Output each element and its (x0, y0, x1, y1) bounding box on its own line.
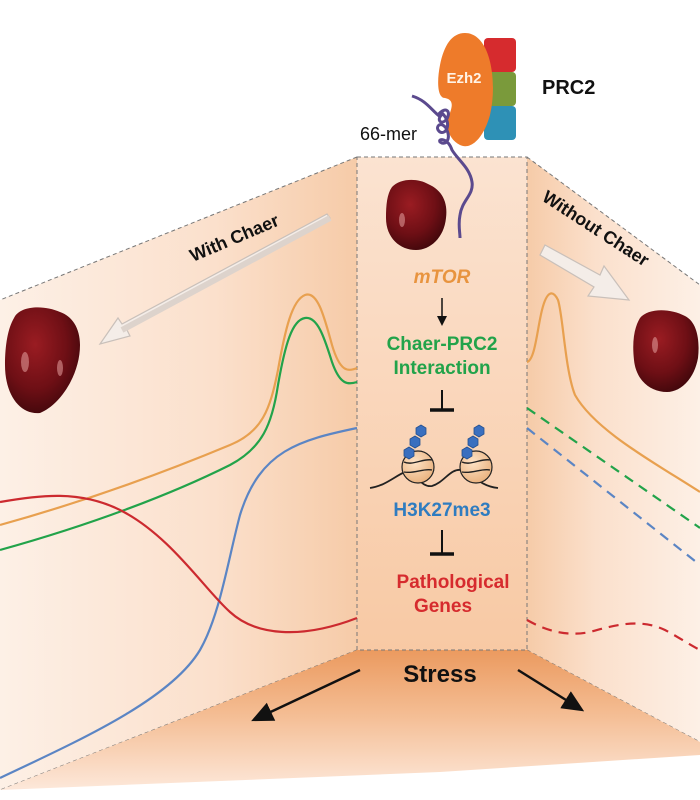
curve-right-green (526, 407, 700, 529)
pathway-interaction: Interaction (393, 358, 490, 379)
inhibition-bar-icon-2 (430, 530, 454, 556)
nucleosomes-icon (369, 424, 499, 489)
rna-66mer-strand (411, 94, 474, 239)
stress-label: Stress (403, 661, 476, 688)
right-panel-face (527, 157, 700, 742)
center-panel-border (356, 156, 528, 651)
floor-panel (0, 650, 700, 790)
ezh2-label: Ezh2 (446, 70, 481, 87)
pathway-mtor: mTOR (414, 267, 471, 288)
curve-right-blue (526, 427, 700, 566)
pathway-chaer-prc2: Chaer-PRC2 (387, 334, 498, 355)
heart-left-icon (5, 307, 80, 414)
with-chaer-arrow-icon (98, 213, 332, 346)
left-curves (0, 293, 358, 779)
curve-left-green (0, 316, 358, 552)
methyl-marks-icon (403, 424, 485, 460)
pathway-genes: Genes (414, 596, 472, 617)
right-curves (526, 292, 700, 651)
heart-center-icon (386, 179, 447, 250)
prc2-subunit-blue (484, 106, 516, 140)
without-chaer-arrow-icon (539, 244, 631, 301)
floor-face (0, 650, 700, 790)
pathway-h3k27me3: H3K27me3 (393, 500, 490, 521)
curve-right-orange (526, 292, 700, 493)
left-panel-face (0, 157, 357, 790)
rna-66mer-label: 66-mer (360, 124, 417, 144)
inhibition-bar-icon-1 (430, 390, 454, 412)
heart-right-icon (633, 310, 699, 392)
prc2-label: PRC2 (542, 77, 595, 99)
pathway-pathological: Pathological (397, 572, 510, 593)
curve-left-blue (0, 426, 358, 779)
curve-left-orange (0, 293, 358, 527)
ezh2-shape (438, 33, 493, 147)
curve-left-red (0, 494, 358, 634)
stress-arrow-left-icon (251, 668, 361, 722)
stress-arrow-right-icon (517, 668, 585, 712)
prc2-complex: Ezh2 (438, 33, 516, 147)
prc2-subunit-red (484, 38, 516, 72)
